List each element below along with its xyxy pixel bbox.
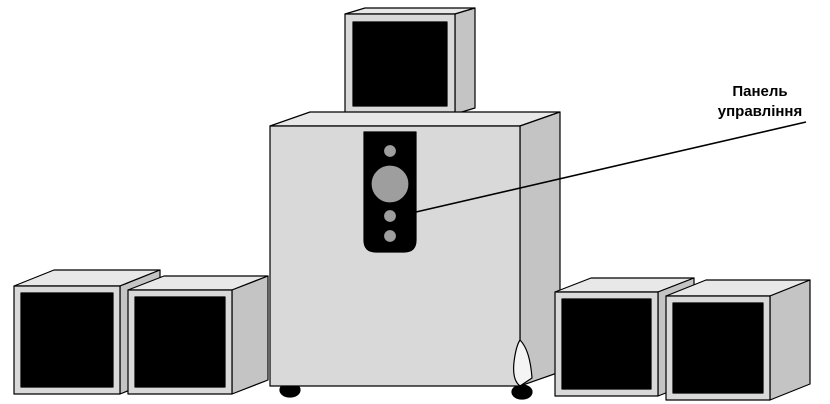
top-speaker-side — [454, 7, 476, 115]
left-outer-speaker-grille — [20, 292, 114, 388]
top-speaker-grille — [352, 21, 448, 107]
top-speaker-top — [344, 7, 476, 15]
subwoofer — [269, 111, 561, 400]
control-knob-large — [370, 164, 410, 204]
control-knob-small-top — [382, 143, 398, 159]
right-outer-speaker-grille — [672, 302, 764, 394]
top-center-speaker — [344, 7, 476, 115]
subwoofer-port — [513, 339, 533, 387]
control-knob-small-bottom — [382, 228, 398, 244]
subwoofer-leg-right — [511, 384, 533, 400]
left-inner-speaker — [127, 275, 269, 395]
control-knob-small-middle — [382, 208, 398, 224]
right-outer-speaker — [665, 279, 811, 401]
subwoofer-side — [519, 111, 561, 387]
right-outer-speaker-side — [769, 279, 811, 401]
right-inner-speaker-grille — [561, 298, 652, 390]
subwoofer-top — [269, 111, 561, 127]
callout-label-line2: управління — [718, 103, 803, 120]
callout-leader-line — [415, 121, 807, 213]
left-inner-speaker-grille — [134, 296, 226, 388]
left-inner-speaker-side — [231, 275, 269, 395]
callout-label-line1: Панель — [732, 83, 787, 100]
